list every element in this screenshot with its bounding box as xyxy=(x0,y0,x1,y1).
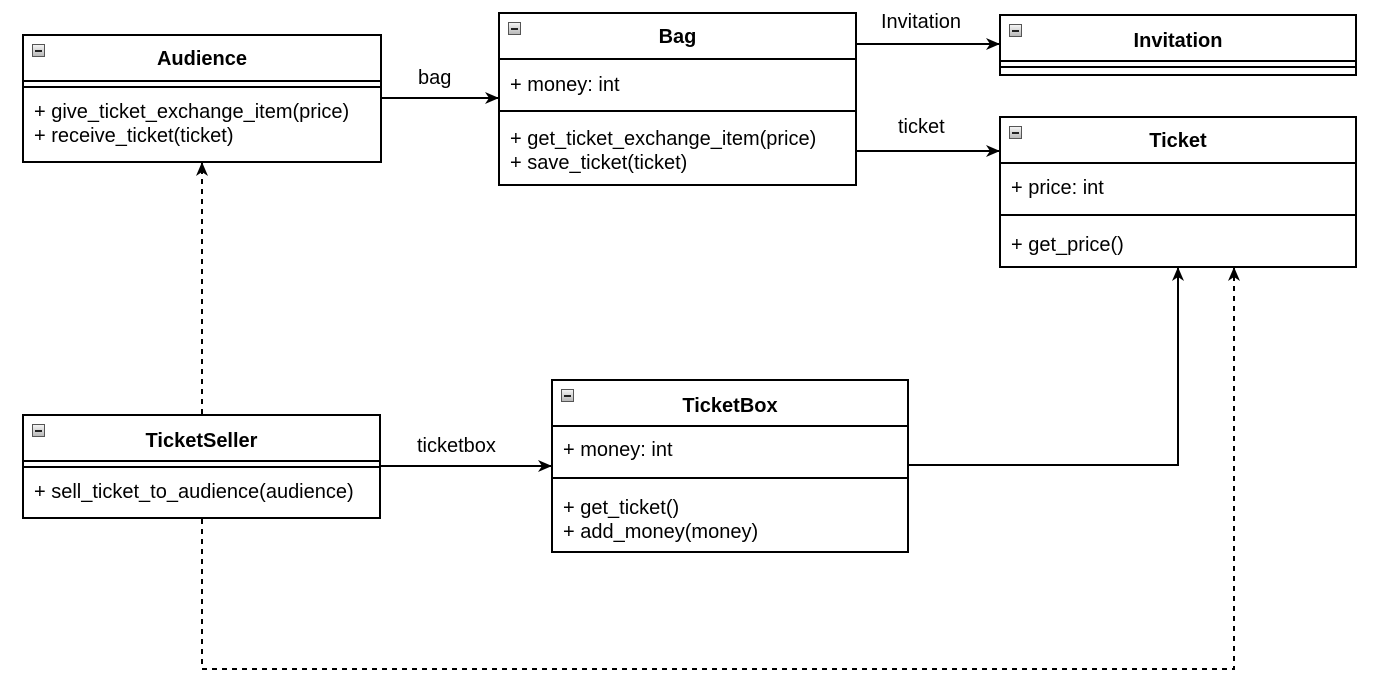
methods-section: + get_ticket() + add_money(money) xyxy=(553,479,907,544)
label-invitation: Invitation xyxy=(881,11,962,33)
collapse-icon[interactable] xyxy=(32,424,45,437)
method-row: + get_ticket_exchange_item(price) xyxy=(510,128,817,150)
attributes-section: + price: int xyxy=(1001,164,1355,216)
class-name: TicketBox xyxy=(682,395,778,417)
label-ticket: ticket xyxy=(898,116,945,138)
attributes-section: + money: int xyxy=(500,60,855,112)
methods-section: + get_price() xyxy=(1001,216,1355,266)
attribute-row: + money: int xyxy=(510,74,620,96)
label-ticketbox: ticketbox xyxy=(417,435,496,457)
attributes-section: + money: int xyxy=(553,427,907,479)
collapse-icon[interactable] xyxy=(561,389,574,402)
method-row: + get_price() xyxy=(1011,234,1124,256)
class-name: TicketSeller xyxy=(145,430,258,452)
method-row: + get_ticket() xyxy=(563,497,680,519)
method-row: + save_ticket(ticket) xyxy=(510,152,688,174)
method-row: + give_ticket_exchange_item(price) xyxy=(34,101,350,123)
class-ticket[interactable]: Ticket + price: int + get_price() xyxy=(999,116,1357,268)
class-bag[interactable]: Bag + money: int + get_ticket_exchange_i… xyxy=(498,12,857,186)
collapse-icon[interactable] xyxy=(1009,24,1022,37)
method-row: + receive_ticket(ticket) xyxy=(34,125,234,147)
attribute-row: + price: int xyxy=(1011,177,1104,199)
methods-section: + sell_ticket_to_audience(audience) xyxy=(24,468,379,504)
method-row: + add_money(money) xyxy=(563,521,759,543)
label-bag: bag xyxy=(418,67,452,89)
dependency-seller-ticket[interactable] xyxy=(201,267,1240,670)
class-name: Bag xyxy=(658,26,697,48)
attributes-section xyxy=(24,462,379,468)
class-name: Invitation xyxy=(1133,30,1223,52)
class-ticketbox[interactable]: TicketBox + money: int + get_ticket() + … xyxy=(551,379,909,553)
collapse-icon[interactable] xyxy=(32,44,45,57)
class-invitation[interactable]: Invitation xyxy=(999,14,1357,76)
attributes-section xyxy=(1001,62,1355,68)
attribute-row: + money: int xyxy=(563,439,673,461)
methods-section xyxy=(1001,68,1355,74)
attributes-section xyxy=(24,82,380,88)
methods-section: + give_ticket_exchange_item(price) + rec… xyxy=(24,88,380,148)
method-row: + sell_ticket_to_audience(audience) xyxy=(34,481,354,503)
class-name: Ticket xyxy=(1149,130,1207,152)
association-ticketbox-ticket[interactable] xyxy=(908,267,1184,466)
methods-section: + get_ticket_exchange_item(price) + save… xyxy=(500,112,855,175)
class-ticketseller[interactable]: TicketSeller + sell_ticket_to_audience(a… xyxy=(22,414,381,519)
class-audience[interactable]: Audience + give_ticket_exchange_item(pri… xyxy=(22,34,382,163)
collapse-icon[interactable] xyxy=(1009,126,1022,139)
class-name: Audience xyxy=(156,48,248,70)
collapse-icon[interactable] xyxy=(508,22,521,35)
